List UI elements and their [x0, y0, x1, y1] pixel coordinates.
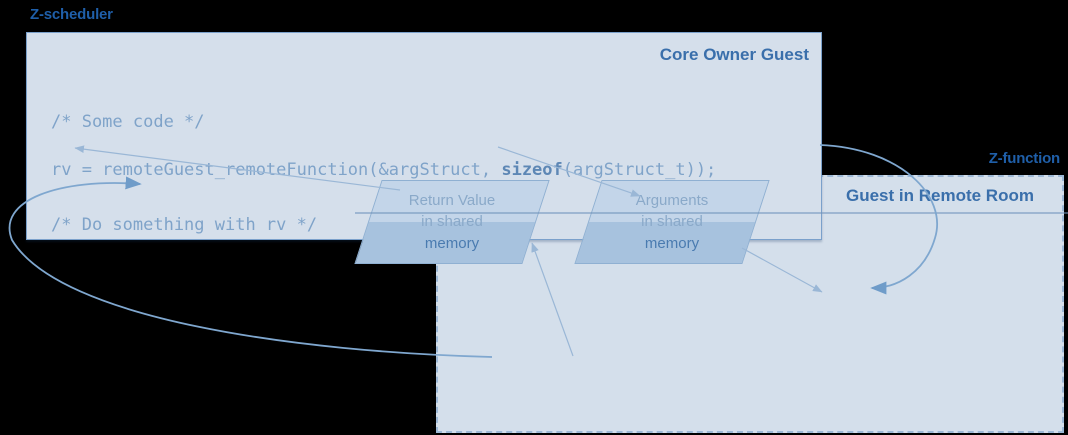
code-line-comment-some-code: /* Some code */	[51, 112, 205, 132]
code-line-remote-call: rv = remoteGuest_remoteFunction(&argStru…	[51, 160, 716, 180]
core-owner-guest-label: Core Owner Guest	[659, 45, 809, 64]
code-call-suffix: (argStruct_t));	[562, 160, 717, 180]
guest-in-remote-room-label: Guest in Remote Room	[846, 186, 1034, 205]
z-function-label: Z-function	[988, 150, 1061, 167]
parallelogram-shape	[574, 180, 770, 264]
arguments-shared-memory-block: Arguments in shared memory	[574, 180, 770, 264]
code-keyword-sizeof: sizeof	[501, 160, 563, 180]
code-line-comment-do-something: /* Do something with rv */	[51, 215, 318, 235]
parallelogram-shape	[354, 180, 550, 264]
return-value-shared-memory-block: Return Value in shared memory	[354, 180, 550, 264]
z-scheduler-label: Z-scheduler	[30, 6, 113, 23]
code-call-prefix: rv = remoteGuest_remoteFunction(&argStru…	[51, 160, 502, 180]
